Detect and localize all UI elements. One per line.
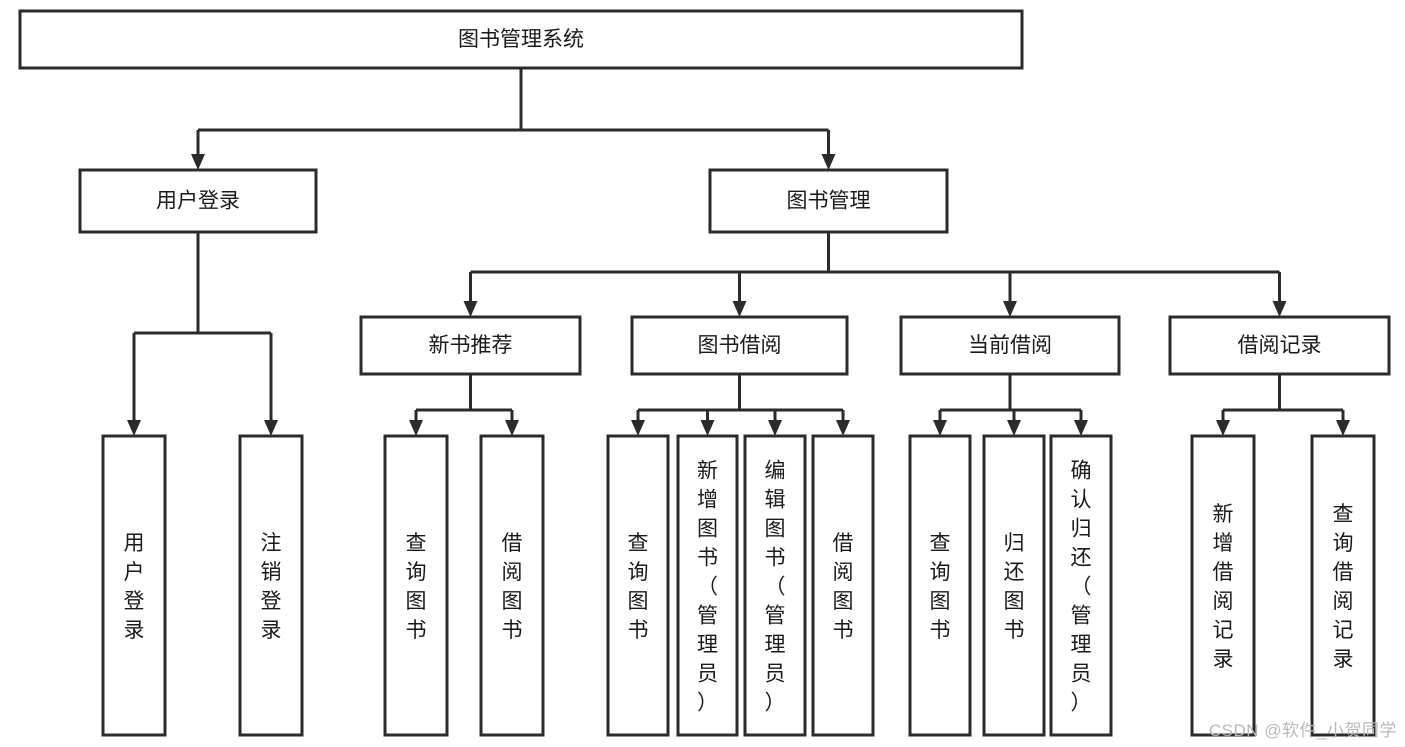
node-label: 新增图书（管理员） — [697, 460, 718, 715]
node-leaf-6[interactable]: 编辑图书（管理员） — [743, 434, 807, 737]
node-box — [630, 315, 849, 376]
node-label: 新书推荐 — [429, 334, 513, 357]
node-label: 注销登录 — [261, 532, 282, 642]
node-label: 用户登录 — [124, 532, 145, 642]
node-box — [1310, 434, 1376, 737]
node-box — [359, 315, 582, 376]
node-label: 图书管理系统 — [458, 28, 584, 51]
arrow-head-icon — [700, 420, 715, 436]
node-label: 新增借阅记录 — [1213, 503, 1234, 671]
node-label: 借阅记录 — [1238, 334, 1322, 357]
node-label: 查询借阅记录 — [1333, 503, 1354, 671]
arrow-head-icon — [1336, 420, 1350, 436]
node-leaf-2[interactable]: 查询图书 — [383, 434, 449, 737]
node-box — [982, 434, 1046, 737]
node-box — [18, 9, 1024, 70]
node-leaf-12[interactable]: 查询借阅记录 — [1310, 434, 1376, 737]
node-level3-2[interactable]: 当前借阅 — [899, 315, 1121, 376]
node-label: 编辑图书（管理员） — [765, 460, 786, 715]
node-box — [1049, 434, 1113, 737]
arrow-head-icon — [1216, 420, 1230, 436]
node-level3-3[interactable]: 借阅记录 — [1168, 315, 1391, 376]
node-leaf-4[interactable]: 查询图书 — [606, 434, 670, 737]
node-box — [743, 434, 807, 737]
node-label: 确认归还（管理员） — [1071, 460, 1092, 715]
arrow-head-icon — [1007, 420, 1021, 436]
arrow-head-icon — [1003, 301, 1017, 317]
node-level3-1[interactable]: 图书借阅 — [630, 315, 849, 376]
node-box — [238, 434, 304, 737]
arrow-head-icon — [1272, 301, 1287, 317]
arrow-head-icon — [127, 420, 141, 436]
node-leaf-9[interactable]: 归还图书 — [982, 434, 1046, 737]
arrow-head-icon — [505, 420, 519, 436]
node-label: 借阅图书 — [833, 532, 854, 642]
arrow-head-icon — [768, 420, 782, 436]
node-label: 用户登录 — [156, 190, 240, 213]
arrow-head-icon — [836, 420, 850, 436]
node-leaf-8[interactable]: 查询图书 — [908, 434, 972, 737]
arrow-head-icon — [631, 420, 645, 436]
node-leaf-11[interactable]: 新增借阅记录 — [1190, 434, 1256, 737]
node-leaf-5[interactable]: 新增图书（管理员） — [676, 434, 739, 737]
node-level2-0[interactable]: 用户登录 — [78, 168, 318, 234]
node-box — [78, 168, 318, 234]
node-box — [1190, 434, 1256, 737]
arrow-head-icon — [191, 154, 205, 170]
node-label: 图书管理 — [787, 190, 871, 213]
arrow-head-icon — [821, 154, 836, 170]
node-label: 查询图书 — [628, 532, 649, 642]
node-label: 当前借阅 — [968, 334, 1052, 357]
node-leaf-10[interactable]: 确认归还（管理员） — [1049, 434, 1113, 737]
node-root[interactable]: 图书管理系统 — [18, 9, 1024, 70]
node-label: 归还图书 — [1004, 532, 1025, 642]
node-leaf-3[interactable]: 借阅图书 — [479, 434, 545, 737]
arrow-head-icon — [264, 420, 278, 436]
arrow-head-icon — [463, 301, 478, 317]
node-box — [1168, 315, 1391, 376]
node-box — [811, 434, 875, 737]
node-leaf-0[interactable]: 用户登录 — [101, 434, 167, 737]
node-leaf-1[interactable]: 注销登录 — [238, 434, 304, 737]
arrow-head-icon — [1074, 420, 1088, 436]
csdn-watermark: CSDN @软件_小贺同学 — [1208, 721, 1397, 740]
node-level3-0[interactable]: 新书推荐 — [359, 315, 582, 376]
node-label: 查询图书 — [930, 532, 951, 642]
arrow-head-icon — [933, 420, 947, 436]
node-box — [383, 434, 449, 737]
node-label: 图书借阅 — [698, 334, 782, 357]
node-box — [101, 434, 167, 737]
connector-layer — [127, 68, 1350, 436]
node-box — [708, 168, 949, 234]
arrow-head-icon — [732, 301, 747, 317]
node-box — [899, 315, 1121, 376]
node-label: 借阅图书 — [502, 532, 523, 642]
node-label: 查询图书 — [406, 532, 427, 642]
node-box — [479, 434, 545, 737]
node-level2-1[interactable]: 图书管理 — [708, 168, 949, 234]
arrow-head-icon — [409, 420, 423, 436]
node-box — [676, 434, 739, 737]
node-box — [606, 434, 670, 737]
node-leaf-7[interactable]: 借阅图书 — [811, 434, 875, 737]
node-box — [908, 434, 972, 737]
node-layer: 图书管理系统用户登录图书管理新书推荐图书借阅当前借阅借阅记录用户登录注销登录查询… — [18, 9, 1391, 737]
